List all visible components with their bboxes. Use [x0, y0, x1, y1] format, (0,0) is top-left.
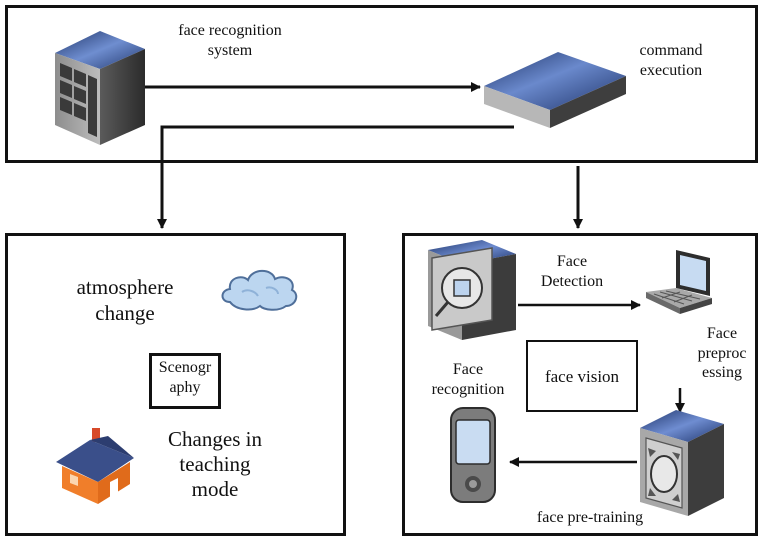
- recognition-label: Face recognition: [431, 361, 505, 398]
- cube-device-icon: [640, 410, 724, 516]
- teaching-mode-label: Changes in teaching mode: [168, 427, 262, 502]
- detection-label: Face Detection: [540, 253, 604, 290]
- cloud-icon: [221, 269, 298, 311]
- house-icon: [56, 428, 134, 504]
- command-label: command execution: [639, 42, 703, 79]
- scenography-label: Scenogr aphy: [158, 359, 212, 396]
- laptop-icon: [646, 250, 712, 314]
- pda-icon: [450, 407, 496, 503]
- scenography-box: [149, 353, 221, 409]
- system-label: face recognition system: [178, 22, 282, 59]
- scanner-icon: [428, 240, 516, 340]
- atmosphere-label: atmosphere change: [76, 275, 174, 325]
- server-tower-icon: [55, 31, 145, 145]
- face-vision-label: face vision: [544, 367, 620, 386]
- arrow-command-to-classroom: [157, 125, 514, 229]
- face-vision-box: [526, 340, 638, 412]
- preprocessing-label: Face preproc essing: [697, 325, 747, 382]
- pretraining-label: face pre-training: [536, 509, 644, 526]
- network-device-icon: [484, 52, 626, 128]
